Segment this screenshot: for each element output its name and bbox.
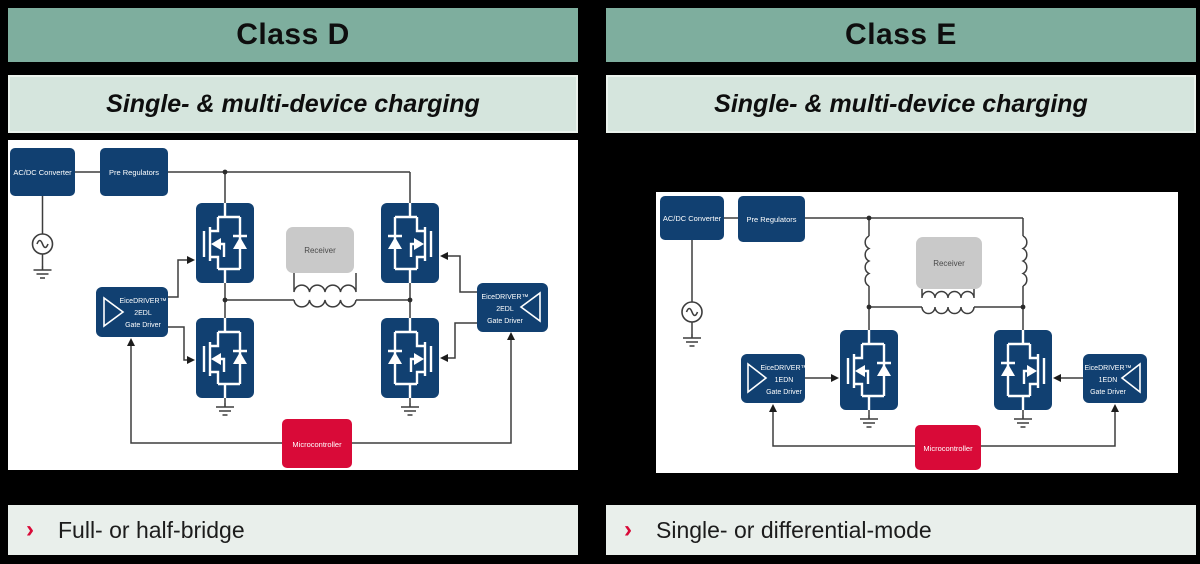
gate-driver-label-line3: Gate Driver xyxy=(1090,389,1126,396)
mosfet-high-side-left xyxy=(194,201,256,285)
signal-arrows xyxy=(127,252,515,364)
chevron-bullet-icon: › xyxy=(624,516,632,543)
class-d-subtitle: Single- & multi-device charging xyxy=(106,89,480,118)
gate-driver-label-line3: Gate Driver xyxy=(487,318,523,325)
receiver-label: Receiver xyxy=(304,246,336,255)
microcontroller-block: Microcontroller xyxy=(282,419,352,468)
class-e-diagram-area: AC/DC Converter Pre Regulators Receiver … xyxy=(606,140,1196,505)
ac-source-symbol xyxy=(681,301,703,323)
gate-driver-label-line1: EiceDRIVER™ xyxy=(760,365,807,372)
gate-driver-label-line2: 1EDN xyxy=(1099,377,1118,384)
gate-driver-left-block: EiceDRIVER™ 2EDL Gate Driver xyxy=(96,287,168,337)
acdc-converter-label: AC/DC Converter xyxy=(13,168,72,177)
junction-dots xyxy=(222,169,413,303)
gate-driver-left-block: EiceDRIVER™ 1EDN Gate Driver xyxy=(741,354,808,403)
acdc-converter-block: AC/DC Converter xyxy=(660,196,724,240)
class-e-wires xyxy=(691,217,1116,447)
class-e-subtitle: Single- & multi-device charging xyxy=(714,89,1088,118)
pre-regulators-block: Pre Regulators xyxy=(738,196,805,242)
class-d-header: Class D xyxy=(8,8,578,62)
acdc-converter-block: AC/DC Converter xyxy=(10,148,75,196)
class-d-diagram-area: AC/DC Converter Pre Regulators Receiver … xyxy=(8,140,578,505)
pre-regulators-block: Pre Regulators xyxy=(100,148,168,196)
class-d-circuit-diagram: AC/DC Converter Pre Regulators Receiver … xyxy=(8,140,578,470)
class-d-wires xyxy=(41,171,512,444)
gate-driver-label-line2: 1EDN xyxy=(775,377,794,384)
class-e-bullet-bar: › Single- or differential-mode xyxy=(606,505,1196,555)
gate-driver-label-line1: EiceDRIVER™ xyxy=(119,298,166,305)
chevron-bullet-icon: › xyxy=(26,516,34,543)
signal-arrows xyxy=(769,374,1119,412)
mosfet-low-side-left xyxy=(194,316,256,400)
class-d-subheader: Single- & multi-device charging xyxy=(8,75,578,133)
gate-driver-label-line2: 2EDL xyxy=(496,306,514,313)
class-e-header: Class E xyxy=(606,8,1196,62)
class-e-subheader: Single- & multi-device charging xyxy=(606,75,1196,133)
acdc-converter-label: AC/DC Converter xyxy=(663,214,722,223)
mosfet-low-side-right xyxy=(379,316,441,400)
pre-regulators-label: Pre Regulators xyxy=(746,215,796,224)
gate-driver-right-block: EiceDRIVER™ 2EDL Gate Driver xyxy=(477,283,548,332)
microcontroller-block: Microcontroller xyxy=(915,425,981,470)
gate-driver-right-block: EiceDRIVER™ 1EDN Gate Driver xyxy=(1083,354,1147,403)
receiver-label: Receiver xyxy=(933,259,965,268)
gate-driver-label-line1: EiceDRIVER™ xyxy=(481,294,528,301)
class-e-title: Class E xyxy=(845,18,957,51)
class-e-bullet-text: Single- or differential-mode xyxy=(656,516,932,543)
mosfet-right xyxy=(992,328,1054,412)
receiver-block: Receiver xyxy=(286,227,354,273)
receiver-block: Receiver xyxy=(916,237,982,289)
microcontroller-label: Microcontroller xyxy=(923,444,973,453)
pre-regulators-label: Pre Regulators xyxy=(109,168,159,177)
mosfet-left xyxy=(838,328,900,412)
class-d-title: Class D xyxy=(236,18,350,51)
gate-driver-label-line3: Gate Driver xyxy=(766,389,802,396)
gate-driver-label-line1: EiceDRIVER™ xyxy=(1084,365,1131,372)
class-d-bullet-text: Full- or half-bridge xyxy=(58,516,245,543)
ac-source-symbol xyxy=(31,233,54,255)
microcontroller-label: Microcontroller xyxy=(292,440,342,449)
mosfet-high-side-right xyxy=(379,201,441,285)
class-e-circuit-diagram: AC/DC Converter Pre Regulators Receiver … xyxy=(656,192,1178,473)
gate-driver-label-line2: 2EDL xyxy=(134,310,152,317)
junction-dots xyxy=(866,215,1026,310)
class-d-bullet-bar: › Full- or half-bridge xyxy=(8,505,578,555)
gate-driver-label-line3: Gate Driver xyxy=(125,322,161,329)
